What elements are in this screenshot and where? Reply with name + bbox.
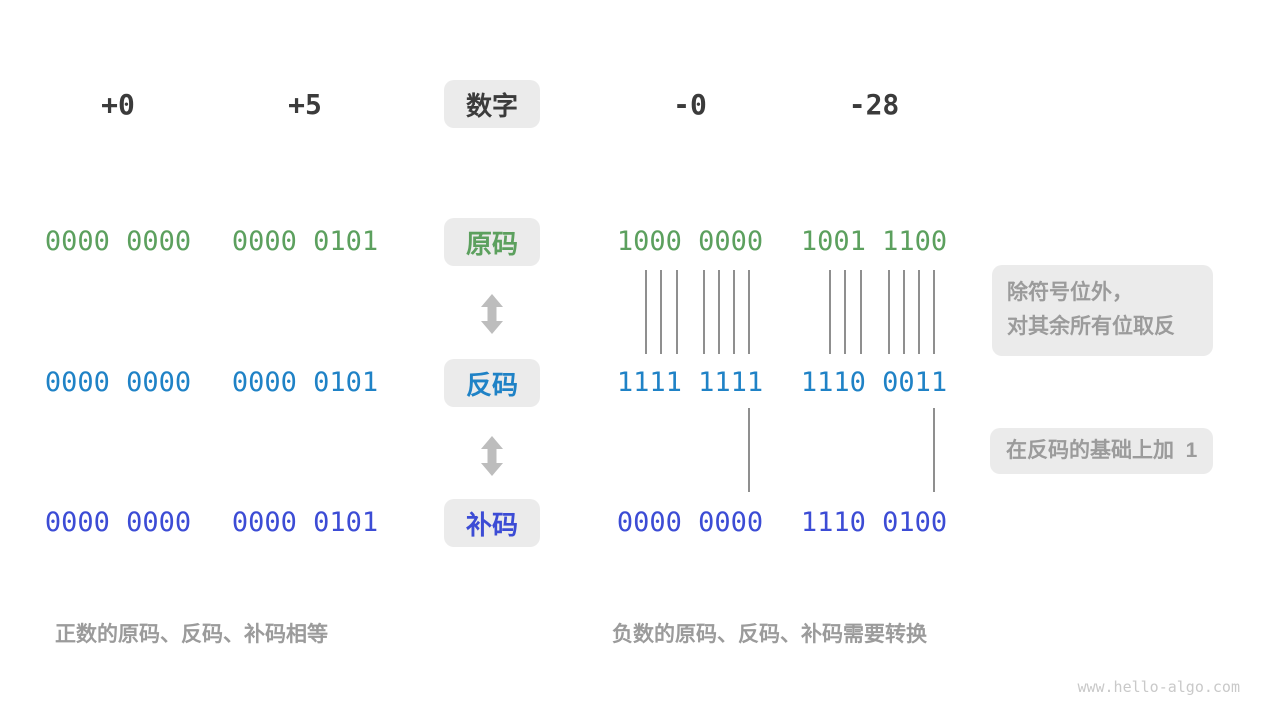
- bit-connector-line: [748, 270, 750, 354]
- decimal-plus-5: +5: [288, 88, 322, 121]
- bit-connector-line: [844, 270, 846, 354]
- bit-connector-line: [733, 270, 735, 354]
- number-label-box: 数字: [444, 80, 540, 128]
- ones-complement-minus28: 1110 0011: [800, 367, 948, 398]
- twos-complement-plus5: 0000 0101: [231, 507, 379, 538]
- sign-magnitude-plus5: 0000 0101: [231, 226, 379, 257]
- invert-bits-note: 除符号位外， 对其余所有位取反: [992, 265, 1213, 356]
- sign-magnitude-plus0: 0000 0000: [44, 226, 192, 257]
- bit-connector-line: [933, 270, 935, 354]
- double-arrow-icon: [481, 294, 503, 334]
- ones-complement-minus0: 1111 1111: [616, 367, 764, 398]
- twos-complement-minus28: 1110 0100: [800, 507, 948, 538]
- watermark: www.hello-algo.com: [1077, 678, 1240, 696]
- ones-complement-plus0: 0000 0000: [44, 367, 192, 398]
- add-one-note: 在反码的基础上加 1: [990, 428, 1214, 474]
- decimal-minus-28: -28: [848, 88, 900, 121]
- decimal-minus-0: -0: [673, 88, 707, 121]
- twos-complement-label-box: 补码: [444, 499, 540, 547]
- sign-magnitude-minus0: 1000 0000: [616, 226, 764, 257]
- bit-connector-line: [860, 270, 862, 354]
- bit-connector-line: [660, 270, 662, 354]
- bit-connector-line: [703, 270, 705, 354]
- decimal-plus-0: +0: [101, 88, 135, 121]
- ones-complement-plus5: 0000 0101: [231, 367, 379, 398]
- bit-connector-line: [888, 270, 890, 354]
- ones-complement-label-box: 反码: [444, 359, 540, 407]
- bit-connector-line: [903, 270, 905, 354]
- double-arrow-icon: [481, 436, 503, 476]
- twos-complement-plus0: 0000 0000: [44, 507, 192, 538]
- invert-bits-note-line1: 除符号位外，: [1007, 281, 1133, 304]
- bit-connector-line: [676, 270, 678, 354]
- twos-complement-minus0: 0000 0000: [616, 507, 764, 538]
- bit-connector-line: [918, 270, 920, 354]
- positive-numbers-caption: 正数的原码、反码、补码相等: [55, 623, 328, 646]
- bit-connector-line: [933, 408, 935, 492]
- bit-connector-line: [748, 408, 750, 492]
- invert-bits-note-line2: 对其余所有位取反: [1007, 315, 1175, 338]
- bit-connector-line: [829, 270, 831, 354]
- sign-magnitude-label-box: 原码: [444, 218, 540, 266]
- sign-magnitude-minus28: 1001 1100: [800, 226, 948, 257]
- bit-connector-line: [645, 270, 647, 354]
- negative-numbers-caption: 负数的原码、反码、补码需要转换: [612, 623, 927, 646]
- bit-connector-line: [718, 270, 720, 354]
